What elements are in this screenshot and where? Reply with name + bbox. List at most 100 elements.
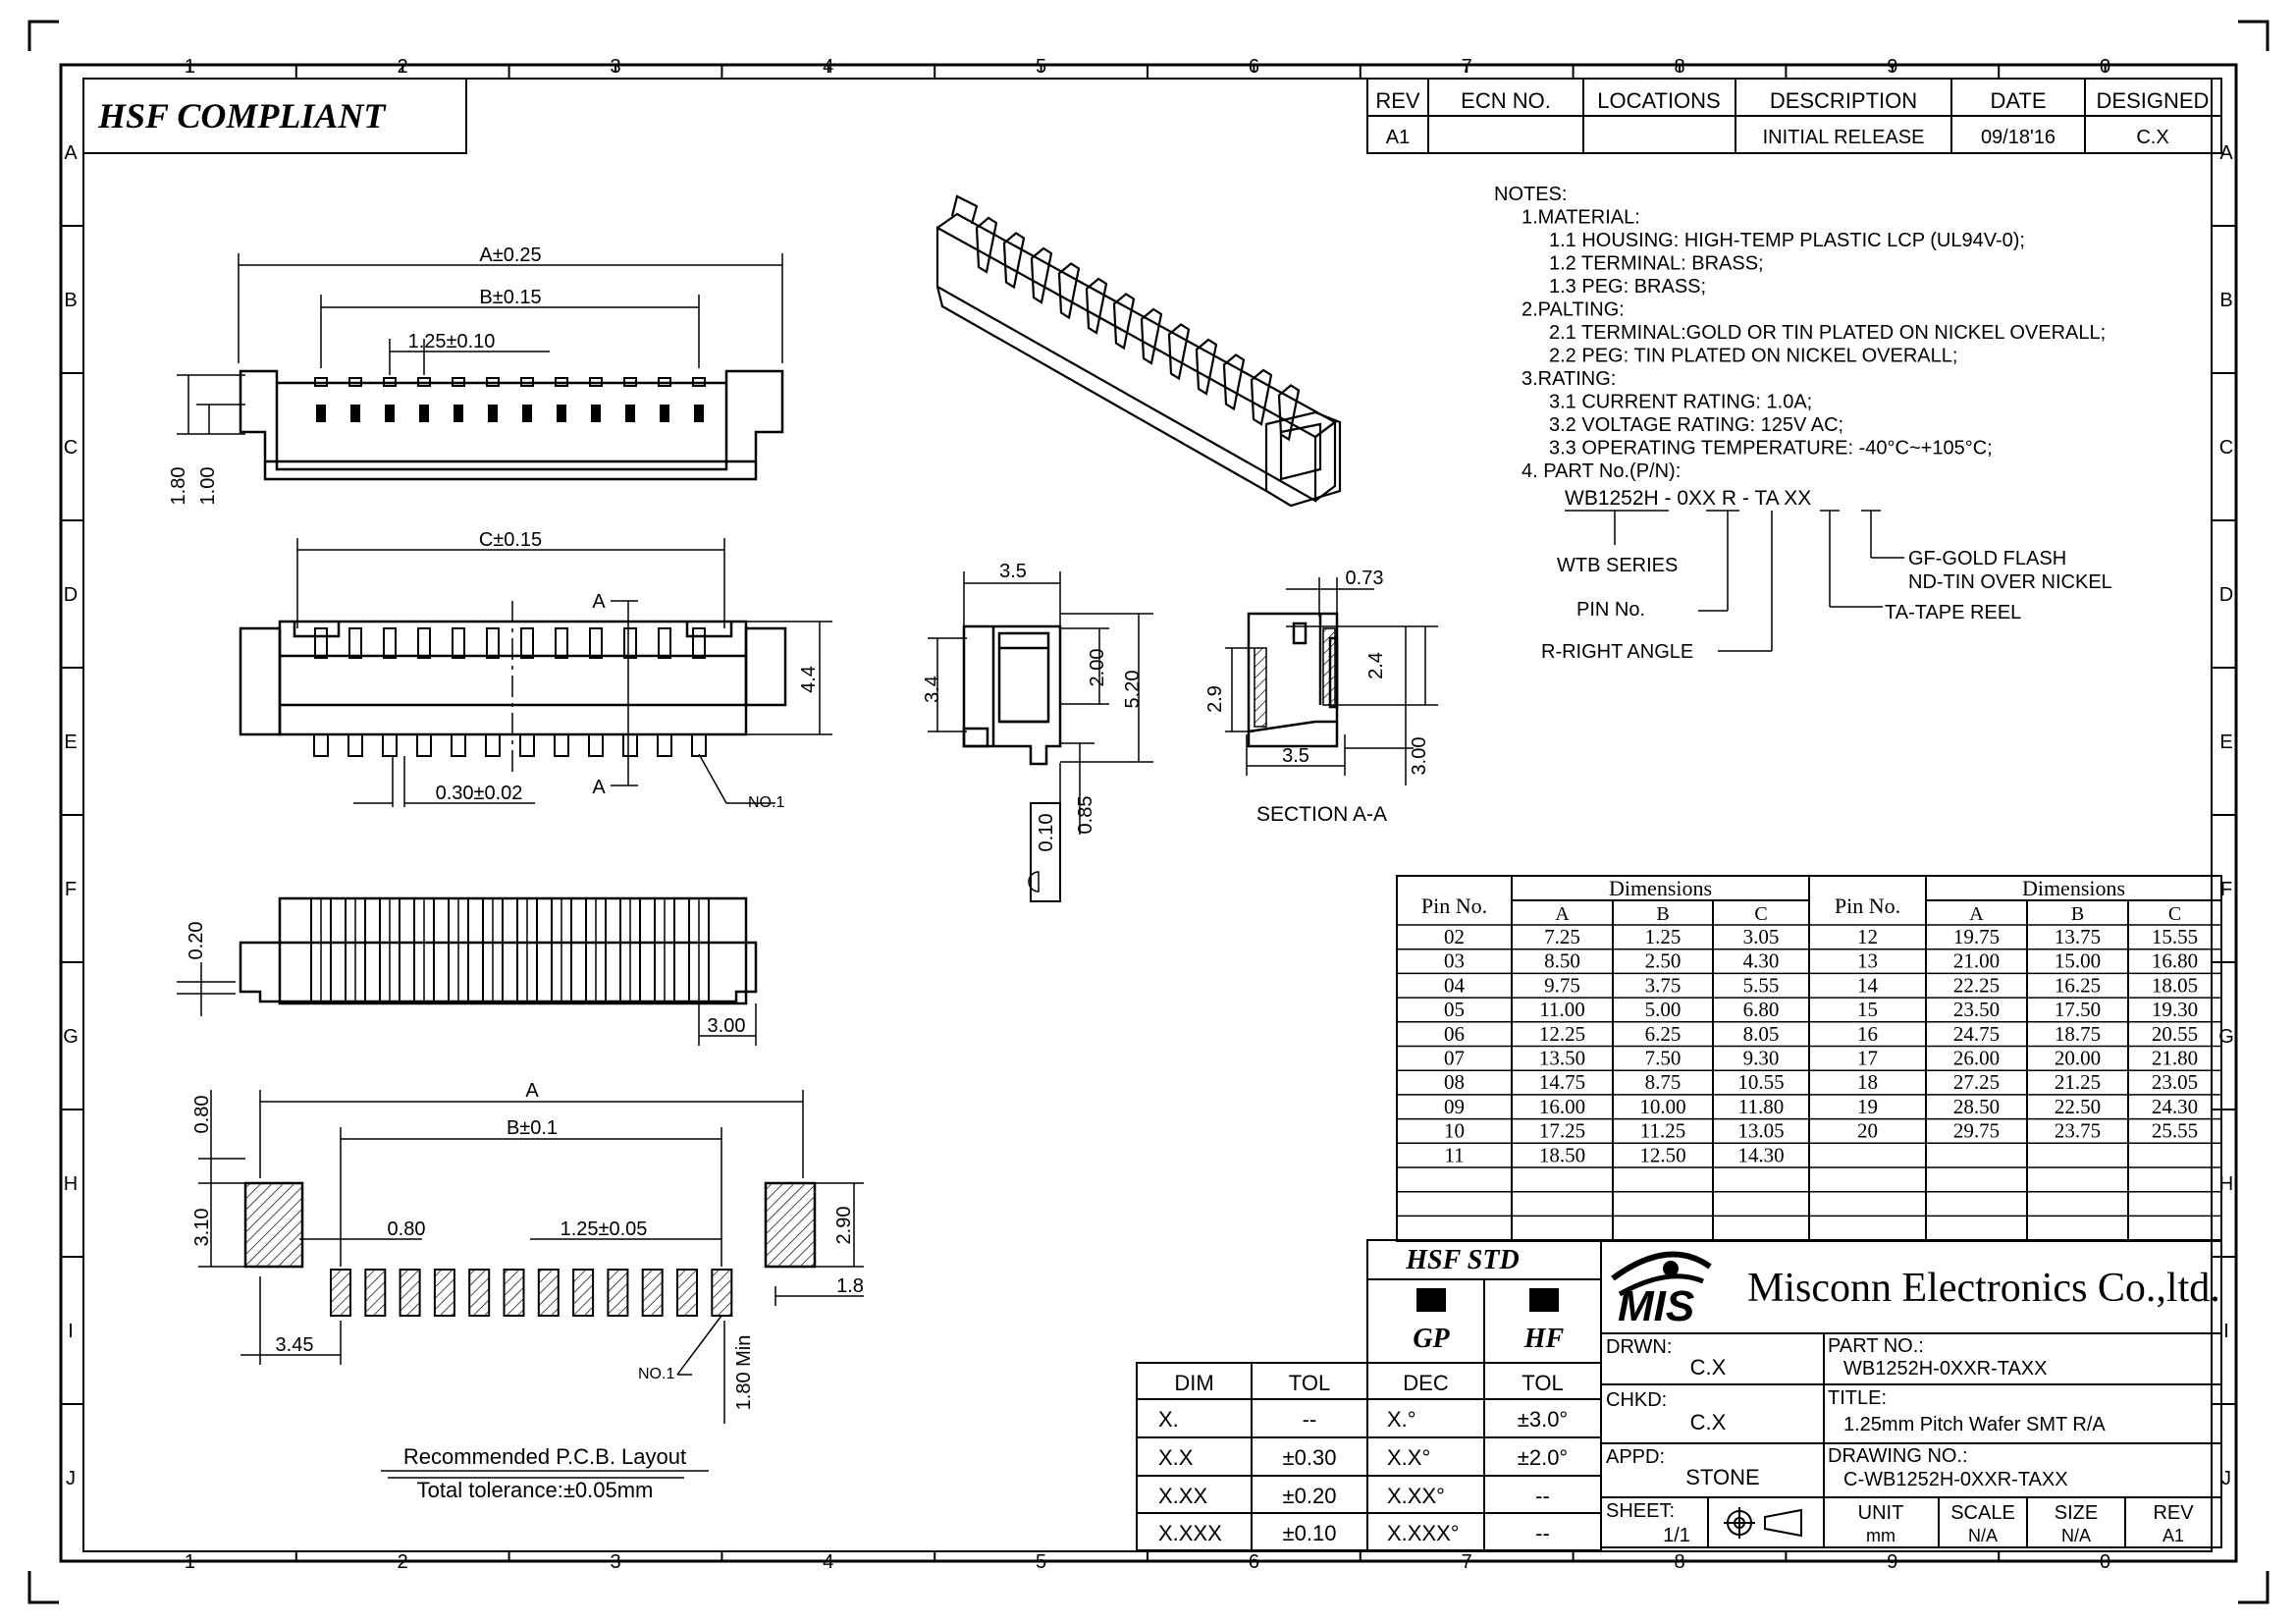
pin-table-cell: 7.25 xyxy=(1544,925,1580,948)
pcb-tolerance: Total tolerance:±0.05mm xyxy=(417,1478,654,1502)
pin-table-cell: 5.00 xyxy=(1645,998,1682,1021)
tol-value-cell: ±0.30 xyxy=(1283,1445,1337,1470)
pin-table-cell: 18.05 xyxy=(2152,973,2198,997)
pin-table-cell: 13.05 xyxy=(1737,1119,1784,1143)
pin-table-cell: 11.00 xyxy=(1539,998,1584,1021)
pin-table-cell: 24.75 xyxy=(1953,1022,2000,1046)
dim-height-085: 0.85 xyxy=(1075,796,1096,835)
border-ticks xyxy=(61,65,2236,1561)
pin-table-cell: 03 xyxy=(1444,949,1465,973)
dim-width-35-section: 3.5 xyxy=(1282,745,1309,767)
pin-table-cell: 10 xyxy=(1444,1119,1465,1143)
title-block: MIS Misconn Electronics Co.,ltd. DRWN: C… xyxy=(1600,1239,2222,1548)
note-line: NOTES: xyxy=(1494,184,1567,205)
pin-table-cell: 06 xyxy=(1444,1022,1465,1046)
pcb-dim-080-vertical: 0.80 xyxy=(191,1096,213,1134)
pin-table-cell: 8.50 xyxy=(1544,949,1580,973)
sheet-value: 1/1 xyxy=(1663,1525,1690,1546)
pin-table-cell: 19.30 xyxy=(2152,998,2198,1021)
pin-table-cell: 23.05 xyxy=(2152,1070,2198,1094)
unit-value: mm xyxy=(1866,1526,1896,1545)
company-logo: MIS xyxy=(1611,1251,1712,1330)
pin-table-cell: 15 xyxy=(1857,998,1878,1021)
border-col-label: 5 xyxy=(1036,1551,1046,1573)
flatness-010: 0.10 xyxy=(1036,814,1057,852)
note-line: 1.3 PEG: BRASS; xyxy=(1549,276,1706,298)
pin-table-cell: 11.25 xyxy=(1640,1119,1685,1143)
dim-height-44: 4.4 xyxy=(798,666,820,693)
rev-header-ecn: ECN NO. xyxy=(1461,88,1551,113)
pin-table-cell: 20.55 xyxy=(2152,1022,2198,1046)
dim-height-29: 2.9 xyxy=(1204,685,1226,713)
border-row-label: D xyxy=(2219,584,2233,606)
note-line: 3.3 OPERATING TEMPERATURE: -40°C~+105°C; xyxy=(1549,438,1993,460)
border-col-label: 3 xyxy=(610,1551,620,1573)
border-col-label: 7 xyxy=(1462,56,1472,78)
pin-table-cell: 22.25 xyxy=(1953,973,2000,997)
gp-mark xyxy=(1416,1288,1446,1312)
dim-height-24: 2.4 xyxy=(1365,652,1387,679)
pin-table-cell: 14.75 xyxy=(1539,1070,1585,1094)
hsf-compliant-box xyxy=(82,78,467,154)
pin-table-cell: 6.25 xyxy=(1645,1022,1682,1046)
tol-value-cell: ±0.20 xyxy=(1283,1484,1337,1508)
pin-table-cell: 19 xyxy=(1857,1095,1878,1118)
border-row-label: H xyxy=(64,1173,78,1195)
dim-b-015: B±0.15 xyxy=(479,287,541,308)
revision-table: REV ECN NO. LOCATIONS DESCRIPTION DATE D… xyxy=(1366,78,2222,154)
side-view: 3.5 3.4 2.00 5.20 0.10 0.85 xyxy=(922,561,1153,902)
wtb-series-label: WTB SERIES xyxy=(1557,555,1678,576)
pin-table-cell: 21.00 xyxy=(1953,949,2000,973)
right-angle-label: R-RIGHT ANGLE xyxy=(1541,641,1693,663)
pin-table-cell: 21.25 xyxy=(2055,1070,2101,1094)
pin-table-cell: 04 xyxy=(1444,973,1466,997)
appd-label: APPD: xyxy=(1606,1446,1665,1468)
pin-table-cell: 16.25 xyxy=(2055,973,2101,997)
border-col-label: 5 xyxy=(1036,56,1046,78)
pin-table-cell: 21.80 xyxy=(2152,1047,2198,1070)
pin-table-cell: 14 xyxy=(1857,973,1879,997)
pin-table-cell: 07 xyxy=(1444,1047,1465,1070)
tin-over-nickel-label: ND-TIN OVER NICKEL xyxy=(1908,571,2112,593)
border-row-label: I xyxy=(2223,1321,2229,1342)
tol-value-cell: ±0.10 xyxy=(1283,1521,1337,1545)
pin-no-header: Pin No. xyxy=(1421,893,1487,918)
pcb-pin1-label: NO.1 xyxy=(638,1366,674,1382)
border-col-label: 1 xyxy=(185,1551,195,1573)
pcb-dim-290: 2.90 xyxy=(833,1207,855,1245)
tol-angle-cell: -- xyxy=(1535,1521,1550,1545)
rev-header-designed: DESIGNED xyxy=(2097,88,2210,113)
rev-row-rev: A1 xyxy=(1386,127,1410,148)
hf-label: HF xyxy=(1523,1324,1565,1354)
border-row-label: B xyxy=(2219,290,2232,311)
pin-table-cell: 15.55 xyxy=(2152,925,2198,948)
pin-table-cell: 16.80 xyxy=(2152,949,2198,973)
pin-table-cell: 26.00 xyxy=(1953,1047,2000,1070)
drawing-no-label: DRAWING NO.: xyxy=(1828,1445,1968,1467)
border-col-label: 1 xyxy=(185,56,195,78)
dimensions-header: Dimensions xyxy=(2022,876,2125,900)
tol-dim-cell: X. xyxy=(1158,1407,1179,1432)
size-value: N/A xyxy=(2061,1526,2091,1545)
border-row-label: I xyxy=(68,1321,74,1342)
pin1-label: NO.1 xyxy=(748,794,784,811)
rev-header-description: DESCRIPTION xyxy=(1770,88,1917,113)
pin-table-cell: 24.30 xyxy=(2152,1095,2198,1118)
gp-label: GP xyxy=(1413,1324,1450,1354)
pcb-layout: A B±0.1 0.80 3.10 0.80 1.25±0.05 2.90 1.… xyxy=(191,1080,864,1502)
dim-pin-width: 0.30±0.02 xyxy=(436,783,523,804)
border-row-label: J xyxy=(2221,1468,2231,1489)
company-name: Misconn Electronics Co.,ltd. xyxy=(1747,1266,2220,1311)
rev-row-designed: C.X xyxy=(2136,127,2168,148)
pcb-dim-18: 1.8 xyxy=(836,1275,864,1297)
border-col-label: 4 xyxy=(823,56,833,78)
tol-angle-cell: -- xyxy=(1535,1484,1550,1508)
rev-label: REV xyxy=(2153,1502,2194,1524)
border-row-label: B xyxy=(64,290,77,311)
dimension-col-header: A xyxy=(1969,903,1984,925)
pin-table-cell: 1.25 xyxy=(1645,925,1682,948)
border-row-label: H xyxy=(2219,1173,2233,1195)
notes-block: NOTES:1.MATERIAL:1.1 HOUSING: HIGH-TEMP … xyxy=(1494,184,2106,482)
